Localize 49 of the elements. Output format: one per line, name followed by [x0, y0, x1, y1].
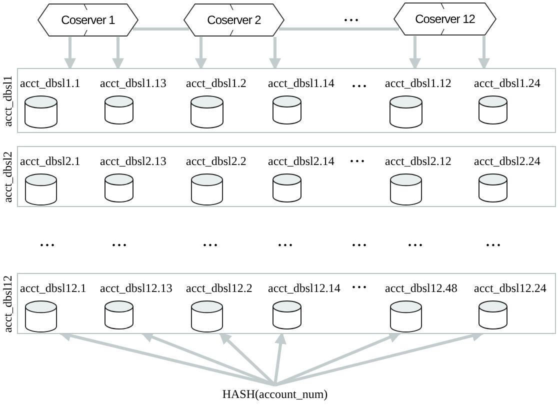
row-label: acct_dbsl2 [2, 150, 14, 202]
ellipsis-label: ... [352, 76, 368, 92]
arrow [64, 37, 76, 70]
arrow [112, 37, 124, 70]
connector-line [133, 28, 189, 30]
arrow [274, 332, 286, 386]
database-label: acct_dbsl12.24 [473, 281, 546, 295]
coserver-label: Coserver 2 [207, 12, 261, 29]
database-label: acct_dbsl12.48 [384, 281, 458, 295]
coserver-label: Coserver 12 [415, 11, 475, 28]
database-label: acct_dbsl1.2 [185, 76, 246, 90]
ellipsis-label: ... [486, 235, 502, 251]
ellipsis-label: ... [112, 235, 128, 251]
coserver-shape [37, 3, 139, 37]
arrow [269, 37, 281, 70]
database-label: acct_dbsl12.2 [185, 281, 252, 295]
arrow [274, 332, 402, 386]
ellipsis-label: ... [352, 277, 368, 293]
database-label: acct_dbsl12.1 [19, 281, 86, 295]
coserver-shape [183, 3, 285, 37]
ellipsis-label: ... [408, 235, 424, 251]
ellipsis-label: ... [278, 235, 294, 251]
ellipsis-label: ... [350, 151, 366, 167]
row-label: acct_dbsl1 [2, 74, 14, 126]
database-label: acct_dbsl1.24 [473, 76, 540, 90]
database-label: acct_dbsl1.14 [267, 76, 334, 90]
connector-line [279, 28, 399, 30]
database-label: acct_dbsl1.12 [384, 76, 452, 90]
arrow [195, 37, 207, 70]
database-label: acct_dbsl2.14 [267, 154, 334, 168]
ellipsis-label: ... [344, 10, 360, 26]
database-label: acct_dbsl2.1 [19, 154, 80, 168]
ellipsis-label: ... [352, 235, 368, 251]
arrow [409, 36, 421, 70]
hash-label: HASH(account_num) [215, 385, 335, 403]
database-label: acct_dbsl12.14 [267, 281, 340, 295]
database-label: acct_dbsl1.13 [99, 76, 166, 90]
database-label: acct_dbsl1.1 [19, 76, 80, 90]
ellipsis-label: ... [40, 235, 56, 251]
row-label: acct_dbsl12 [2, 274, 14, 332]
database-label: acct_dbsl2.12 [384, 154, 452, 168]
ellipsis-label: ... [203, 235, 220, 251]
database-label: acct_dbsl2.13 [99, 154, 166, 168]
coserver-shape [393, 2, 497, 36]
database-label: acct_dbsl12.13 [99, 281, 172, 295]
database-label: acct_dbsl2.24 [473, 154, 540, 168]
database-label: acct_dbsl2.2 [185, 154, 246, 168]
coserver-label: Coserver 1 [61, 12, 115, 29]
arrow [478, 36, 490, 70]
